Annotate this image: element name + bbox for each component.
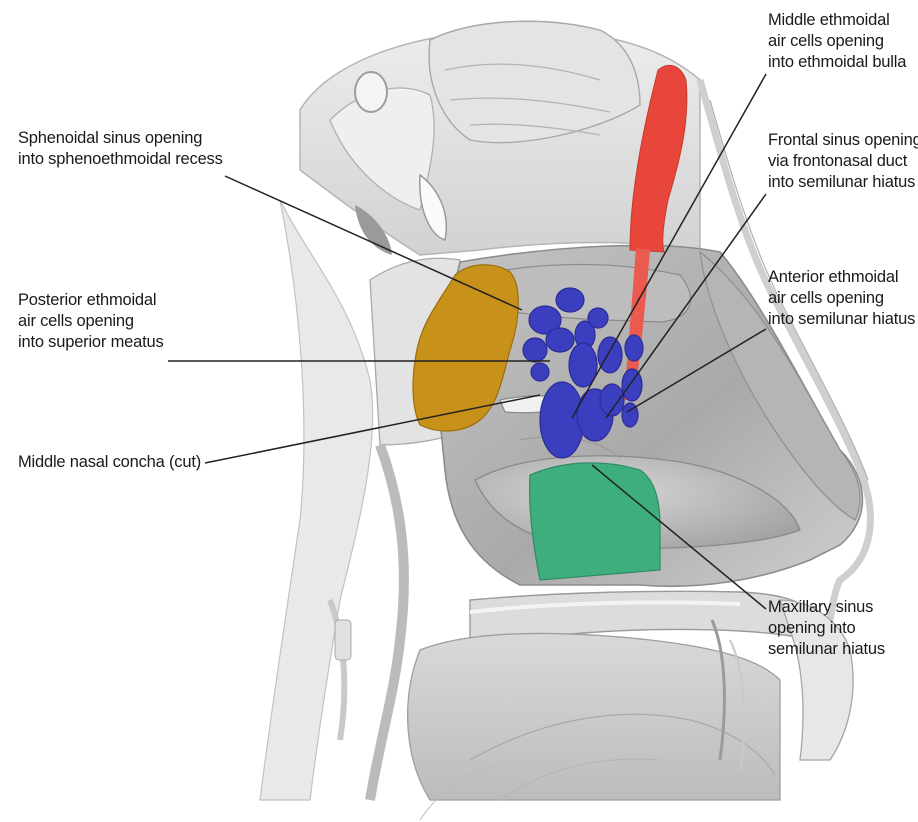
label-line: Middle ethmoidal: [768, 10, 906, 31]
label-line: into semilunar hiatus: [768, 309, 915, 330]
label-line: Maxillary sinus: [768, 597, 885, 618]
label-line: air cells opening: [768, 288, 915, 309]
label-line: air cells opening: [18, 311, 164, 332]
label-line: into superior meatus: [18, 332, 164, 353]
label-middle-ethmoidal: Middle ethmoidal air cells opening into …: [768, 10, 906, 73]
maxillary-sinus: [530, 463, 660, 580]
label-line: opening into: [768, 618, 885, 639]
label-line: Frontal sinus opening: [768, 130, 918, 151]
label-line: Posterior ethmoidal: [18, 290, 164, 311]
label-line: Middle nasal concha (cut): [18, 452, 201, 473]
label-line: into semilunar hiatus: [768, 172, 918, 193]
label-anterior-ethmoidal: Anterior ethmoidal air cells opening int…: [768, 267, 915, 330]
label-line: into sphenoethmoidal recess: [18, 149, 223, 170]
label-frontal-sinus: Frontal sinus opening via frontonasal du…: [768, 130, 918, 193]
label-line: air cells opening: [768, 31, 906, 52]
label-line: into ethmoidal bulla: [768, 52, 906, 73]
label-posterior-ethmoidal: Posterior ethmoidal air cells opening in…: [18, 290, 164, 353]
palate-oral-region: [408, 591, 810, 820]
label-line: Anterior ethmoidal: [768, 267, 915, 288]
label-maxillary-sinus: Maxillary sinus opening into semilunar h…: [768, 597, 885, 660]
label-line: Sphenoidal sinus opening: [18, 128, 223, 149]
label-line: semilunar hiatus: [768, 639, 885, 660]
label-sphenoidal-sinus: Sphenoidal sinus opening into sphenoethm…: [18, 128, 223, 170]
label-middle-nasal-concha: Middle nasal concha (cut): [18, 452, 201, 473]
label-line: via frontonasal duct: [768, 151, 918, 172]
